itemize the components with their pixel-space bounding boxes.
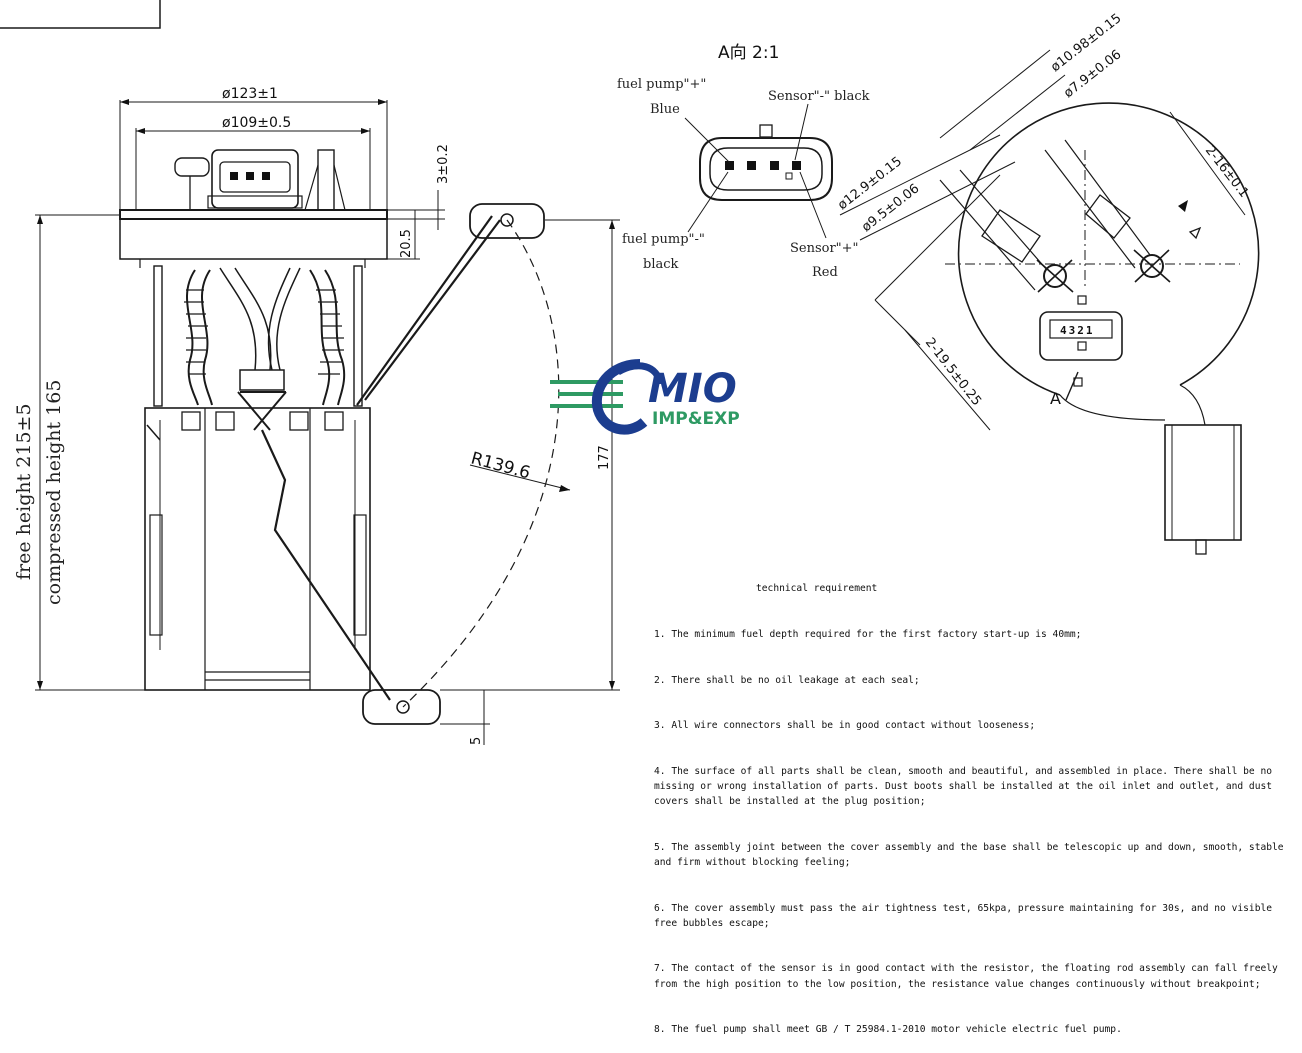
dim-flange-thickness: 3±0.2 bbox=[436, 144, 451, 184]
dim-inner-diameter: ø109±0.5 bbox=[222, 115, 291, 131]
requirement-item: 3. All wire connectors shall be in good … bbox=[654, 720, 1036, 732]
requirement-item: 5. The assembly joint between the cover … bbox=[654, 841, 1290, 869]
dim-flange-height: 20.5 bbox=[399, 229, 414, 258]
free-height-label: free height 215±5 bbox=[13, 403, 35, 580]
requirement-item: 1. The minimum fuel depth required for t… bbox=[654, 629, 1082, 641]
dim-float-offset: 5 bbox=[469, 737, 484, 745]
view-arrow-label: A bbox=[1050, 389, 1061, 408]
side-view: ø123±1 ø109±0.5 3±0.2 20.5 bbox=[13, 86, 620, 745]
title-block-corner bbox=[0, 0, 161, 29]
dim-top-spacing: 2-19.5±0.25 bbox=[922, 335, 984, 409]
dim-float-travel: 177 bbox=[597, 445, 612, 470]
drawing-canvas: ø123±1 ø109±0.5 3±0.2 20.5 bbox=[0, 0, 1260, 745]
pin-sensor-positive-color: Red bbox=[812, 265, 838, 280]
compressed-height-label: compressed height 165 bbox=[43, 380, 65, 605]
technical-requirements: technical requirement 1. The minimum fue… bbox=[654, 551, 1289, 1053]
pin-sensor-positive: Sensor"+" bbox=[790, 241, 859, 256]
requirements-title: technical requirement bbox=[756, 583, 878, 595]
view-a-connector: A向 2:1 fuel pump"+" Blue Sensor"-" black… bbox=[617, 43, 870, 280]
top-view: 4321 A ø10.98±0.15 ø7.9±0.06 ø12.9±0.15 … bbox=[835, 11, 1260, 555]
pin-fuel-pump-positive: fuel pump"+" bbox=[617, 77, 706, 92]
requirement-item: 8. The fuel pump shall meet GB / T 25984… bbox=[654, 1024, 1122, 1036]
pin-sensor-negative: Sensor"-" black bbox=[768, 89, 870, 104]
requirement-item: 6. The cover assembly must pass the air … bbox=[654, 902, 1278, 929]
requirement-item: 7. The contact of the sensor is in good … bbox=[654, 963, 1284, 990]
dim-top-slot: 2-16±0.1 bbox=[1202, 143, 1251, 200]
dim-outer-diameter: ø123±1 bbox=[222, 86, 278, 102]
logo-name: MIO bbox=[648, 366, 737, 412]
company-logo: MIO IMP&EXP bbox=[548, 352, 758, 436]
view-a-title: A向 2:1 bbox=[718, 43, 779, 63]
logo-sub: IMP&EXP bbox=[652, 409, 740, 429]
pin-fuel-pump-negative-color: black bbox=[643, 257, 679, 272]
pin-fuel-pump-positive-color: Blue bbox=[650, 102, 680, 117]
requirement-item: 4. The surface of all parts shall be cle… bbox=[654, 765, 1278, 808]
dim-radius: R139.6 bbox=[469, 449, 533, 484]
requirement-item: 2. There shall be no oil leakage at each… bbox=[654, 674, 920, 686]
connector-pin-numbers: 4321 bbox=[1060, 324, 1095, 337]
pin-fuel-pump-negative: fuel pump"-" bbox=[622, 232, 705, 247]
